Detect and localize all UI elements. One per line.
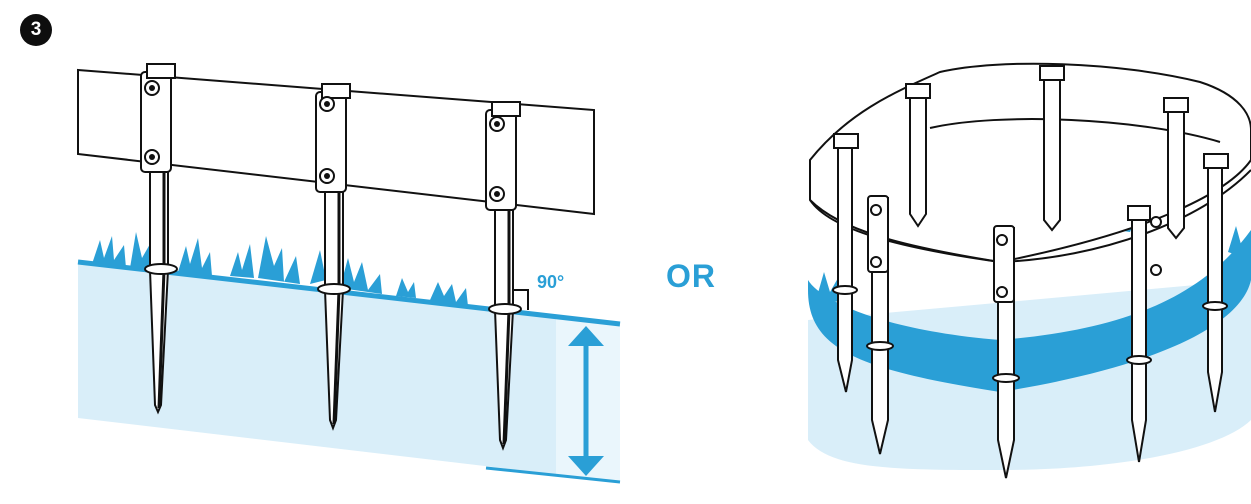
stake-back-middle [1039,65,1065,232]
stake-side-left [832,133,859,393]
stake-3 [485,101,522,451]
stake-2 [315,83,351,431]
stake-back-right [1163,97,1189,240]
ground-section [78,262,620,482]
right-angle-label: 90° [537,272,565,292]
or-separator-label: OR [666,258,716,294]
stake-front-left [866,195,894,455]
step-number-badge: 3 [20,14,52,46]
depth-arrow [485,326,621,484]
stake-side-right [1202,153,1229,413]
stake-front-right [1126,205,1162,463]
right-angle-marker [513,289,529,310]
step-number: 3 [30,19,42,40]
left-illustration [77,63,621,484]
stake-1 [140,63,178,415]
stake-front-middle [992,225,1020,479]
fence-inner-edge [929,118,1221,143]
stake-back-left [905,83,931,228]
grass [92,232,468,306]
right-illustration [808,62,1251,479]
